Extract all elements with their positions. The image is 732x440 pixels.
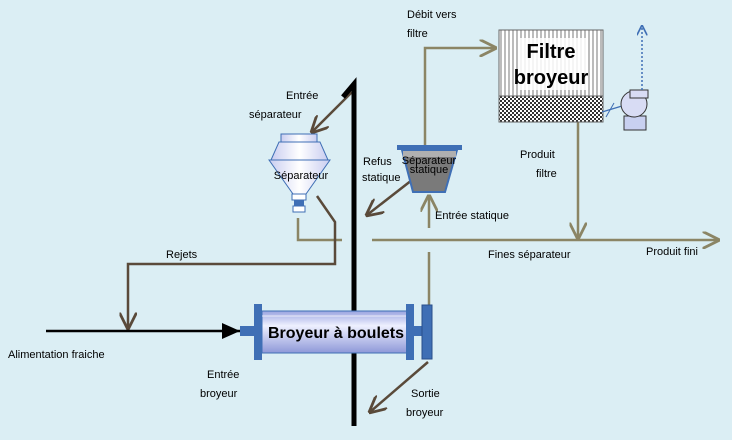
flow-fines-separateur [296, 218, 342, 242]
filtre-title-2: broyeur [514, 67, 589, 89]
label-produit-filtre-2: filtre [536, 168, 557, 180]
label-entree-sep-1: Entrée [286, 90, 318, 102]
label-debit-filtre-2: filtre [407, 28, 428, 40]
label-sortie-broyeur-1: Sortie [411, 388, 440, 400]
separateur-label: Séparateur [274, 170, 329, 182]
label-fines-separateur: Fines séparateur [488, 249, 571, 261]
label-produit-filtre-1: Produit [520, 149, 555, 161]
broyeur-title: Broyeur à boulets [268, 325, 404, 342]
flow-rejets [128, 195, 337, 328]
filtre-title-1: Filtre [527, 41, 576, 63]
fan-icon [601, 26, 649, 131]
label-entree-statique: Entrée statique [435, 210, 509, 222]
flow-to-filter [423, 48, 495, 146]
label-refus-2: statique [362, 172, 401, 184]
sep-statique-label-2: statique [410, 164, 449, 176]
label-entree-broyeur-2: broyeur [200, 388, 238, 400]
broyeur-a-boulets: Broyeur à boulets [240, 304, 433, 360]
separateur: Séparateur [268, 133, 331, 213]
label-refus-1: Refus [363, 156, 392, 168]
label-alimentation: Alimentation fraiche [8, 349, 105, 361]
label-entree-sep-2: séparateur [249, 109, 302, 121]
label-sortie-broyeur-2: broyeur [406, 407, 444, 419]
label-rejets: Rejets [166, 249, 198, 261]
separateur-statique: Séparateur statique [397, 145, 462, 193]
flow-entree-separateur [312, 91, 353, 132]
flow-refus-statique [367, 179, 413, 215]
sep-statique-label-1: Séparateur [402, 155, 457, 167]
label-entree-broyeur-1: Entrée [207, 369, 239, 381]
flow-sortie-broyeur [370, 361, 429, 412]
label-debit-filtre-1: Débit vers [407, 9, 457, 21]
filtre-broyeur: Filtre broyeur [498, 29, 604, 123]
label-produit-fini: Produit fini [646, 246, 698, 258]
